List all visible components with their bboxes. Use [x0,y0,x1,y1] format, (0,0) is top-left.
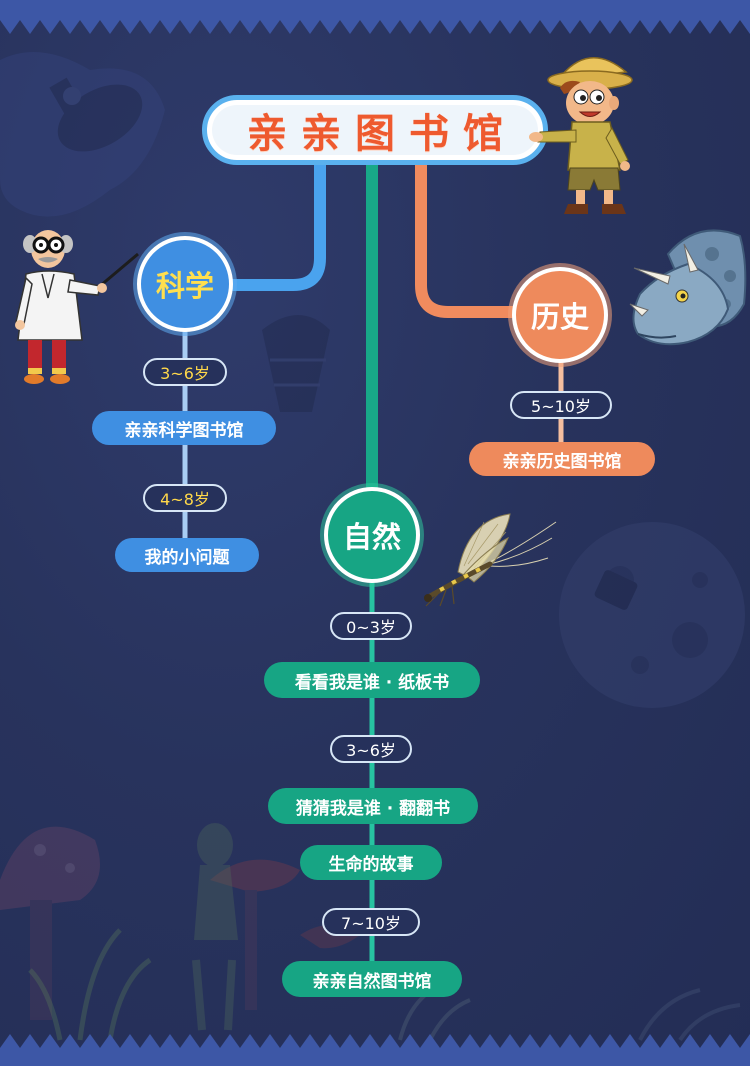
connector-title-history [415,160,545,318]
age-badge-nature-1: 0~3岁 [330,612,412,640]
book-pill-science-2: 我的小问题 [115,538,259,572]
page-title: 亲亲图书馆 [247,111,517,157]
mayfly-icon [424,513,557,607]
faint-landmass [0,52,165,217]
book-pill-history-1: 亲亲历史图书馆 [469,442,655,476]
age-badge-nature-3: 7~10岁 [322,908,420,936]
age-badge-science-1: 3~6岁 [143,358,227,386]
book-pill-science-1: 亲亲科学图书馆 [92,411,276,445]
professor-icon [15,230,139,384]
connector-title-science [190,160,326,291]
book-pill-nature-2: 猜猜我是谁 · 翻翻书 [268,788,478,824]
age-badge-nature-2: 3~6岁 [330,735,412,763]
triceratops-icon [629,229,747,346]
book-pill-nature-1: 看看我是谁 · 纸板书 [264,662,480,698]
hub-science: 科学 [137,236,233,332]
book-pill-nature-3: 生命的故事 [300,845,442,880]
explorer-boy-icon [529,57,633,214]
top-zigzag-border [0,0,750,36]
moon-icon [559,522,745,708]
age-badge-science-2: 4~8岁 [143,484,227,512]
bottom-zigzag-border [0,1032,750,1066]
book-pill-nature-4: 亲亲自然图书馆 [282,961,462,997]
hub-nature: 自然 [324,487,420,583]
faint-creature-icon [192,823,238,1031]
faint-cone-icon [262,315,330,412]
age-badge-history-1: 5~10岁 [510,391,612,419]
title-banner: 亲亲图书馆 [202,95,548,165]
hub-history: 历史 [512,267,608,363]
rocket-icon [49,77,143,152]
